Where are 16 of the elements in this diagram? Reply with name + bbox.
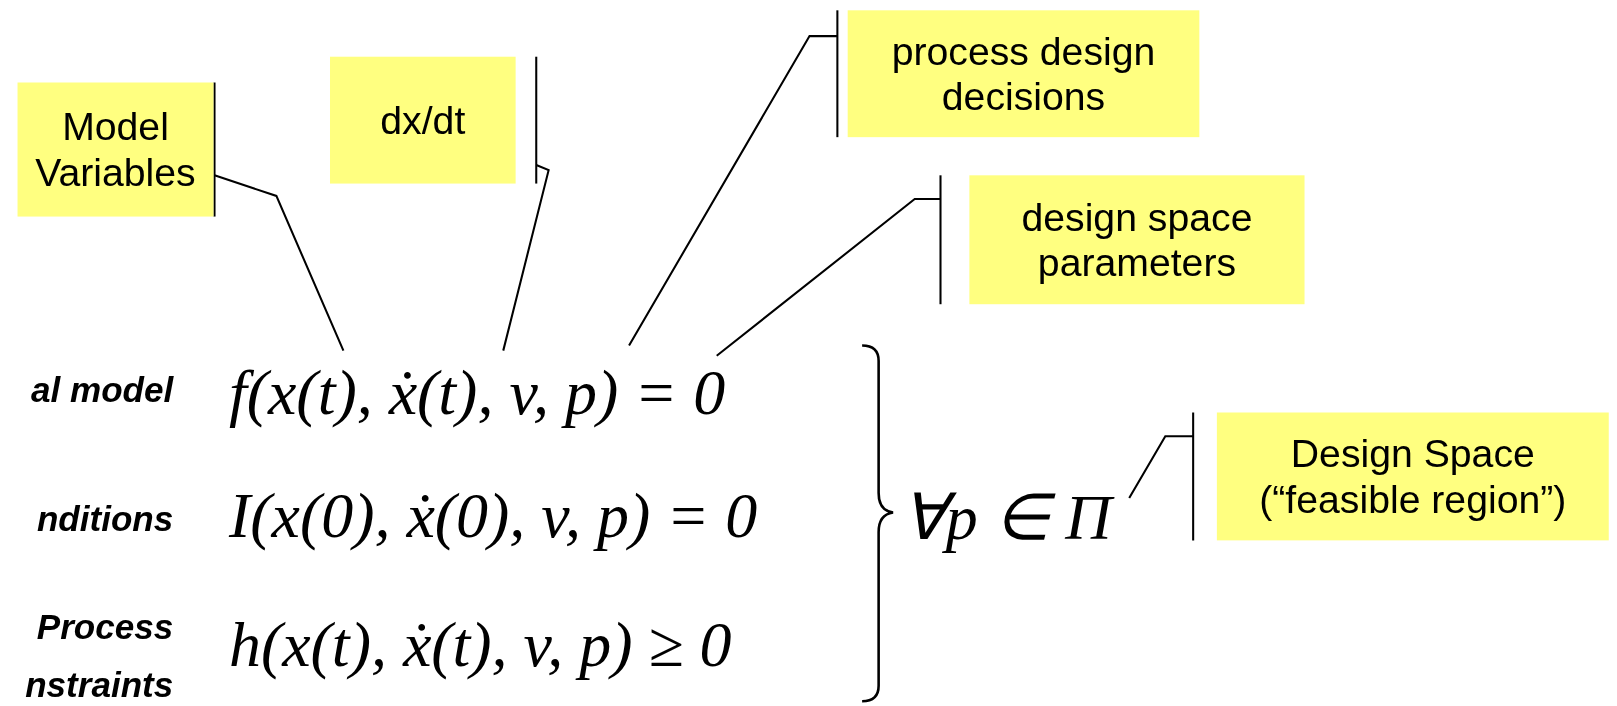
- row-label: Process nstraints: [24, 606, 174, 706]
- equation: f(x(t), ẋ(t), v, p) = 0: [228, 357, 726, 426]
- leader-line: [213, 82, 345, 352]
- leader-line: [502, 56, 550, 351]
- row-label: nditions: [36, 498, 174, 541]
- callout-box: Model Variables: [17, 82, 214, 217]
- callout-box: design space parameters: [969, 175, 1305, 305]
- leader-line: [1128, 412, 1195, 541]
- leader-line: [716, 175, 942, 357]
- callout-box: Design Space (“feasible region”): [1216, 412, 1609, 541]
- row-label: al model: [31, 369, 174, 412]
- equation: I(x(0), ẋ(0), v, p) = 0: [228, 481, 758, 550]
- callout-box: process design decisions: [847, 10, 1200, 138]
- equation: h(x(t), ẋ(t), v, p) ≥ 0: [228, 610, 732, 679]
- callout-box: dx/dt: [330, 56, 516, 184]
- leader-line: [628, 10, 839, 346]
